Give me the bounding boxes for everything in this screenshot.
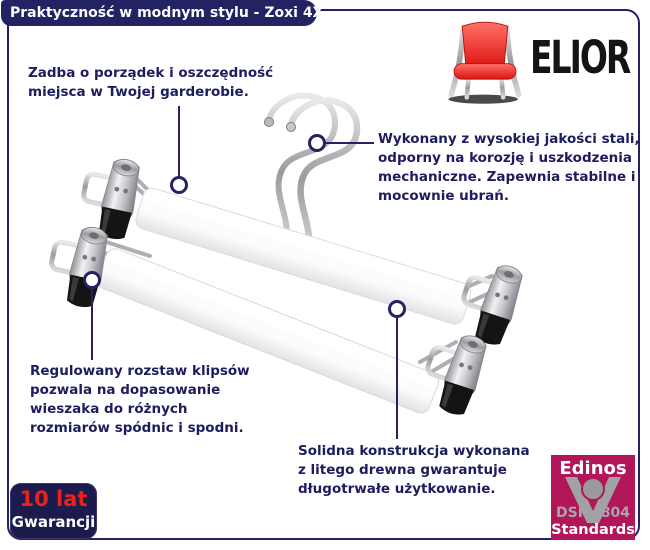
brand-logo: ELIOR — [440, 10, 645, 106]
clip-left-lower — [44, 220, 112, 310]
warranty-label: Gwarancji — [11, 513, 96, 531]
callout-wood: Solidna konstrukcja wykonana z litego dr… — [298, 443, 530, 497]
standards-badge: Edinos DSI 804 Standards — [551, 455, 635, 540]
brand-name: ELIOR — [530, 30, 631, 84]
page-title: Praktyczność w modnym stylu - Zoxi 4X — [1, 0, 323, 26]
hanger-hook-back — [266, 92, 339, 253]
standards-v-icon — [565, 477, 621, 523]
clip-right-upper — [452, 256, 526, 349]
marker-wood — [388, 300, 406, 318]
connector-steel — [326, 142, 374, 144]
standards-label: Standards — [551, 522, 635, 538]
hanger-hook-front — [287, 97, 361, 262]
callout-storage: Zadba o porządek i oszczędność miejsca w… — [28, 65, 274, 100]
connector-wood — [396, 317, 398, 439]
page-frame — [7, 9, 640, 540]
marker-steel — [308, 134, 326, 152]
standards-dsi: DSI — [556, 505, 583, 521]
chair-icon — [448, 21, 522, 104]
warranty-years: 10 lat — [19, 487, 88, 511]
connector-storage — [178, 106, 180, 178]
standards-brand: Edinos — [559, 458, 627, 479]
marker-storage — [170, 176, 188, 194]
callout-clips: Regulowany rozstaw klipsów pozwala na do… — [30, 363, 250, 436]
connector-clips — [91, 288, 93, 360]
standards-804: 804 — [600, 505, 630, 521]
warranty-badge: 10 lat Gwarancji — [10, 483, 97, 539]
callout-steel: Wykonany z wysokiej jakości stali, odpor… — [378, 131, 640, 204]
marker-clips — [83, 271, 101, 289]
